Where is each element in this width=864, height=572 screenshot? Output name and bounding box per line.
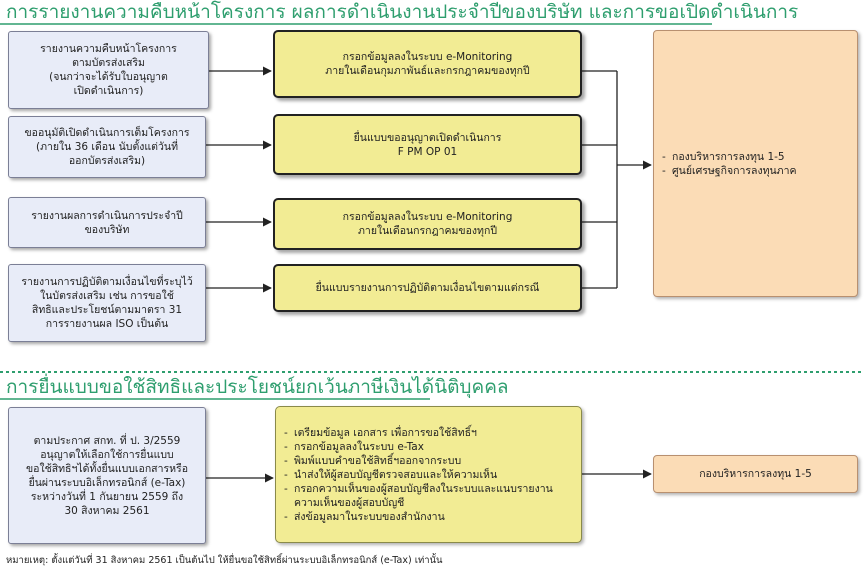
step-item: กรอกความเห็นของผู้สอบบัญชีลงในระบบและแนบ… — [284, 482, 569, 510]
left-box-label: ขออนุมัติเปิดดำเนินการเต็มโครงการ (ภายใน… — [24, 127, 190, 167]
step-item: เตรียมข้อมูล เอกสาร เพื่อการขอใช้สิทธิ์ฯ — [284, 426, 569, 440]
agency-item: กองบริหารการลงทุน 1-5 — [662, 150, 797, 164]
left-box-announcement: ตามประกาศ สกท. ที่ ป. 3/2559 อนุญาตให้เล… — [8, 407, 206, 544]
section2-title: การยื่นแบบขอใช้สิทธิและประโยชน์ยกเว้นภาษ… — [6, 376, 509, 398]
step-item: กรอกข้อมูลลงในระบบ e-Tax — [284, 440, 569, 454]
left-box-annual-report: รายงานผลการดำเนินการประจำปี ของบริษัท — [8, 197, 206, 248]
left-box-label: ตามประกาศ สกท. ที่ ป. 3/2559 อนุญาตให้เล… — [25, 434, 188, 517]
right-box-label: กองบริหารการลงทุน 1-5 — [699, 468, 812, 480]
left-box-label: รายงานการปฏิบัติตามเงื่อนไขที่ระบุไว้ ใน… — [21, 276, 193, 330]
agency-item: ศูนย์เศรษฐกิจการลงทุนภาค — [662, 164, 797, 178]
middle-box-e-monitoring-biannual: กรอกข้อมูลลงในระบบ e-Monitoring ภายในเดื… — [273, 30, 582, 98]
right-box-agencies: กองบริหารการลงทุน 1-5 ศูนย์เศรษฐกิจการลง… — [653, 30, 858, 297]
middle-box-label: กรอกข้อมูลลงในระบบ e-Monitoring ภายในเดื… — [325, 51, 530, 77]
left-box-label: รายงานความคืบหน้าโครงการ ตามบัตรส่งเสริม… — [40, 43, 177, 97]
footnote: หมายเหตุ: ตั้งแต่วันที่ 31 สิงหาคม 2561 … — [6, 555, 443, 566]
middle-box-e-tax-steps: เตรียมข้อมูล เอกสาร เพื่อการขอใช้สิทธิ์ฯ… — [275, 406, 582, 543]
step-item: ส่งข้อมูลมาในระบบของสำนักงาน — [284, 510, 569, 524]
left-box-progress-report: รายงานความคืบหน้าโครงการ ตามบัตรส่งเสริม… — [8, 31, 209, 109]
right-box-agency-section2: กองบริหารการลงทุน 1-5 — [653, 455, 858, 493]
agency-list: กองบริหารการลงทุน 1-5 ศูนย์เศรษฐกิจการลง… — [662, 150, 797, 178]
middle-box-label: กรอกข้อมูลลงในระบบ e-Monitoring ภายในเดื… — [342, 211, 513, 237]
e-tax-steps-list: เตรียมข้อมูล เอกสาร เพื่อการขอใช้สิทธิ์ฯ… — [284, 426, 569, 524]
left-box-label: รายงานผลการดำเนินการประจำปี ของบริษัท — [31, 209, 183, 236]
step-item: นำส่งให้ผู้สอบบัญชีตรวจสอบและให้ความเห็น — [284, 468, 569, 482]
middle-box-label: ยื่นแบบขออนุญาตเปิดดำเนินการ F PM OP 01 — [353, 131, 502, 158]
left-box-open-approval: ขออนุมัติเปิดดำเนินการเต็มโครงการ (ภายใน… — [8, 116, 206, 178]
step-item: พิมพ์แบบคำขอใช้สิทธิ์ฯออกจากระบบ — [284, 454, 569, 468]
section1-title: การรายงานความคืบหน้าโครงการ ผลการดำเนินง… — [6, 1, 799, 23]
middle-box-open-permit-form: ยื่นแบบขออนุญาตเปิดดำเนินการ F PM OP 01 — [273, 114, 582, 175]
middle-box-conditions-form: ยื่นแบบรายงานการปฏิบัติตามเงื่อนไขตามแต่… — [273, 264, 582, 312]
middle-box-e-monitoring-annual: กรอกข้อมูลลงในระบบ e-Monitoring ภายในเดื… — [273, 198, 582, 250]
middle-box-label: ยื่นแบบรายงานการปฏิบัติตามเงื่อนไขตามแต่… — [315, 282, 540, 294]
left-box-conditions-report: รายงานการปฏิบัติตามเงื่อนไขที่ระบุไว้ ใน… — [8, 264, 206, 342]
